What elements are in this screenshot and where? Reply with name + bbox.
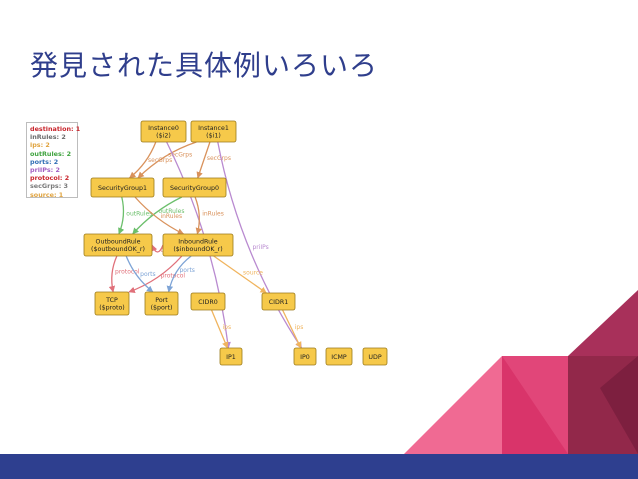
edge-label: ports <box>180 267 195 274</box>
node-box <box>140 120 187 143</box>
edge-label: protocol <box>161 272 186 279</box>
node-cidr1: CIDR1 <box>261 292 296 311</box>
edge-label: protocol <box>115 269 140 276</box>
node-label: ($i1) <box>206 133 221 140</box>
edge-sg0-inrule <box>194 196 202 235</box>
legend-item: source: 1 <box>30 190 64 199</box>
edge-label: source <box>243 270 263 277</box>
legend-item: outRules: 2 <box>30 149 72 158</box>
node-label: ($proto) <box>99 305 125 312</box>
edge-outrule-port <box>125 255 154 293</box>
node-inst0: Instance0($i2) <box>140 120 187 143</box>
node-label: CIDR1 <box>269 299 288 306</box>
edge-cidr1-ip0 <box>282 309 302 349</box>
node-box <box>362 347 388 366</box>
edge-sg1-inrule <box>134 196 185 235</box>
edge-inst1-ip0 <box>217 141 303 349</box>
edge-sg0-outrule <box>132 196 183 235</box>
node-port: Port($port) <box>144 291 179 316</box>
legend-item: inRules: 2 <box>30 133 66 142</box>
legend-item: priIPs: 2 <box>30 166 60 175</box>
node-label: Port <box>155 297 168 304</box>
node-tcp: TCP($proto) <box>94 291 130 316</box>
node-label: CIDR0 <box>198 299 217 306</box>
edge-sg1-outrule <box>118 196 125 235</box>
node-ip1: IP1 <box>219 347 243 366</box>
edge-label: inRules <box>160 213 182 220</box>
node-label: ($outboundOK_r) <box>91 246 145 253</box>
edge-outrule-tcp <box>108 255 118 293</box>
graph-diagram: secGrpssecGrpssecGrpspriIPspriIPsoutRule… <box>83 120 638 454</box>
edge-inst1-sg1 <box>137 141 197 179</box>
node-box <box>325 347 353 366</box>
edge-inst1-sg0 <box>196 141 211 179</box>
node-outrule: OutboundRule($outboundOK_r) <box>83 233 153 257</box>
legend-item: protocol: 2 <box>30 174 70 183</box>
edge-inrule-outrule <box>151 244 164 253</box>
edge-label: secGrps <box>207 155 231 162</box>
node-label: SecurityGroup1 <box>98 185 147 192</box>
node-box <box>144 291 179 316</box>
node-box <box>90 177 155 198</box>
node-label: IP1 <box>226 354 236 361</box>
edge-inst0-sg1 <box>129 141 157 179</box>
node-sg1: SecurityGroup1 <box>90 177 155 198</box>
node-inrule: InboundRule($inboundOK_r) <box>162 233 234 257</box>
deco-triangle-dark <box>568 290 638 356</box>
node-sg0: SecurityGroup0 <box>162 177 227 198</box>
node-label: OutboundRule <box>96 239 141 246</box>
node-box <box>94 291 130 316</box>
node-box <box>190 120 237 143</box>
node-label: IP0 <box>300 354 310 361</box>
node-label: Instance1 <box>198 125 229 132</box>
node-label: Instance0 <box>148 125 179 132</box>
node-box <box>261 292 296 311</box>
node-label: UDP <box>368 354 381 361</box>
node-label: ($port) <box>151 305 173 312</box>
node-box <box>83 233 153 257</box>
legend-item: destination: 1 <box>30 125 81 133</box>
edge-inrule-cidr1 <box>213 255 267 294</box>
edge-label: ips <box>223 324 232 331</box>
node-label: ($inboundOK_r) <box>173 246 222 253</box>
edge-cidr0-ip1 <box>210 309 229 349</box>
edge-label: ports <box>140 271 155 278</box>
edge-label: inRules <box>202 210 224 217</box>
node-label: SecurityGroup0 <box>170 185 219 192</box>
legend-item: ips: 2 <box>30 141 50 150</box>
corner-decoration <box>404 290 638 454</box>
edge-inrule-tcp <box>128 255 183 293</box>
edge-label: priIPs <box>252 244 268 251</box>
node-box <box>219 347 243 366</box>
node-inst1: Instance1($i1) <box>190 120 237 143</box>
node-box <box>162 177 227 198</box>
node-label: ICMP <box>331 354 347 361</box>
node-box <box>190 292 226 311</box>
node-cidr0: CIDR0 <box>190 292 226 311</box>
node-udp: UDP <box>362 347 388 366</box>
deco-triangle-light-pink <box>404 356 502 454</box>
legend-item: secGrps: 3 <box>30 182 68 191</box>
edge-label: outRules <box>126 211 152 218</box>
node-icmp: ICMP <box>325 347 353 366</box>
node-ip0: IP0 <box>293 347 317 366</box>
node-box <box>293 347 317 366</box>
node-label: TCP <box>105 297 118 304</box>
legend-item: ports: 2 <box>30 157 59 166</box>
footer-bar <box>0 454 638 479</box>
slide-title: 発見された具体例いろいろ <box>30 49 379 82</box>
edge-label: outRules <box>158 208 184 215</box>
edge-label: secGrps <box>168 152 192 159</box>
deco-triangle-pink <box>502 356 568 454</box>
edge-inrule-port <box>166 255 192 293</box>
node-label: ($i2) <box>156 133 171 140</box>
deco-triangle-rose <box>600 356 638 454</box>
edge-label: ips <box>295 324 304 331</box>
node-box <box>162 233 234 257</box>
node-label: InboundRule <box>178 239 218 246</box>
